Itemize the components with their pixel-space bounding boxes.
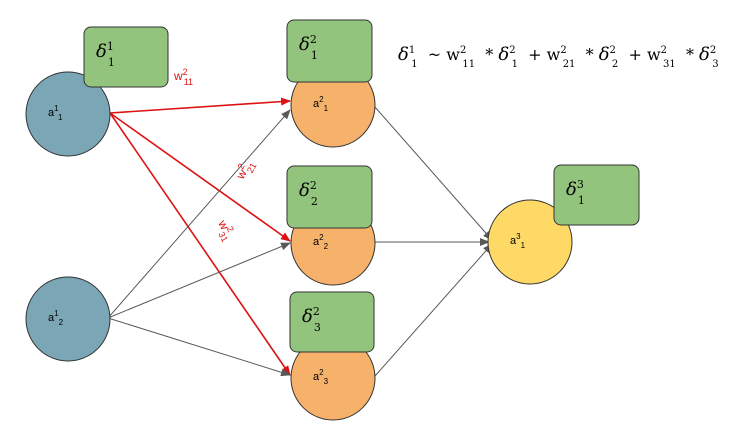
delta-box-d2_1-rect — [286, 19, 373, 83]
delta-box-d2_2-rect — [286, 165, 373, 229]
edge-a1_1-to-a2_2 — [109, 112, 291, 242]
edge-a2_1-to-a3_1 — [374, 106, 493, 241]
node-a1_1-label: a11 — [48, 104, 63, 122]
edge-a1_1-to-a2_3 — [109, 112, 291, 376]
node-a1_1: a11 — [25, 71, 111, 157]
node-a1_2: a12 — [25, 276, 111, 362]
edges — [107, 97, 493, 377]
edge-a2_3-to-a3_1 — [374, 243, 493, 377]
weight-label-w31: w231 — [211, 216, 238, 244]
nodes: a11 a12 a21 a22 a23 a31 — [25, 62, 573, 421]
node-a1_2-circle — [25, 276, 111, 362]
delta-box-d3_1-rect — [553, 164, 640, 226]
delta-box-d1_1-rect — [83, 26, 169, 88]
node-a2_1-label: a21 — [313, 95, 329, 113]
node-a3_1-circle — [487, 199, 573, 285]
node-a3_1-label: a31 — [510, 232, 526, 250]
edge-a1_2-to-a2_1 — [107, 109, 291, 319]
weight-label-w21: w221 — [231, 157, 258, 185]
delta-box-d2_3-rect — [289, 291, 375, 353]
node-a2_3-label: a23 — [313, 368, 329, 386]
node-a1_1-circle — [25, 71, 111, 157]
edge-a1_2-to-a2_2 — [107, 242, 291, 319]
node-a1_2-label: a12 — [48, 309, 64, 327]
edge-a1_1-to-a2_1 — [109, 97, 291, 114]
node-a3_1: a31 — [487, 199, 573, 285]
node-a2_2-label: a22 — [313, 233, 329, 251]
edge-a1_2-to-a2_3 — [107, 317, 291, 377]
